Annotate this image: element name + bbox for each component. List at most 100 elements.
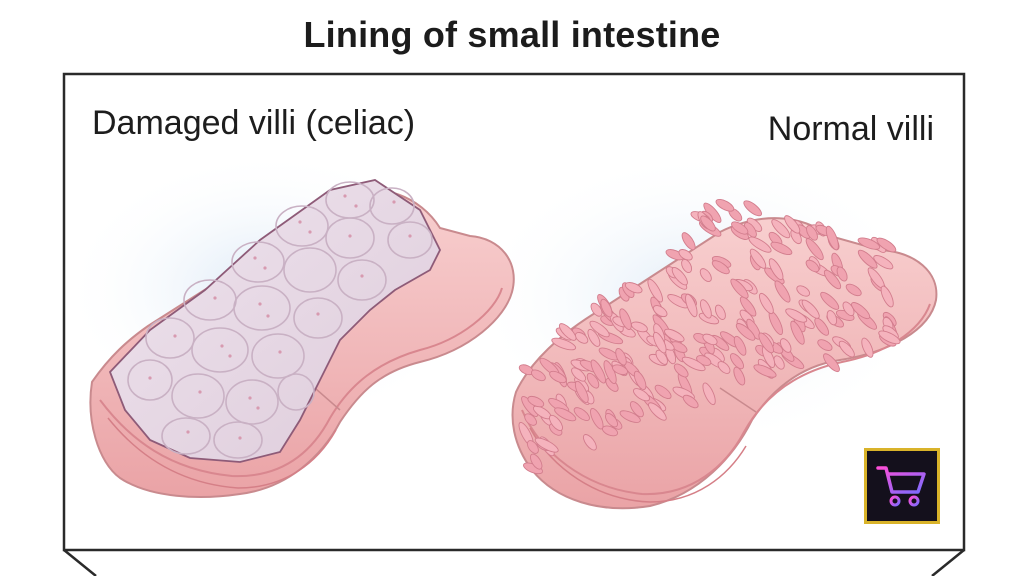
normal-tissue-layer bbox=[529, 427, 747, 503]
page-title: Lining of small intestine bbox=[303, 14, 721, 55]
villi bbox=[518, 198, 901, 475]
villus bbox=[702, 382, 716, 406]
villus bbox=[743, 200, 762, 217]
villus bbox=[731, 221, 749, 235]
villus bbox=[771, 219, 791, 239]
damaged-villi-label: Damaged villi (celiac) bbox=[92, 104, 416, 142]
villus bbox=[685, 293, 698, 318]
damaged-tissue-illustration bbox=[89, 179, 515, 498]
villus bbox=[845, 283, 862, 297]
villus bbox=[654, 384, 672, 400]
villus bbox=[529, 453, 543, 470]
villus bbox=[600, 298, 613, 318]
damaged-villi-surface bbox=[108, 179, 442, 463]
villus bbox=[700, 215, 716, 232]
normal-tissue-edge bbox=[719, 387, 757, 413]
villus bbox=[534, 437, 559, 453]
villus bbox=[551, 337, 577, 351]
villus bbox=[805, 238, 824, 261]
villus bbox=[749, 248, 767, 269]
villus bbox=[678, 249, 693, 261]
villus bbox=[768, 258, 784, 281]
normal-tissue-illustration bbox=[511, 198, 938, 510]
villus bbox=[735, 323, 756, 341]
villus bbox=[785, 308, 808, 323]
villus bbox=[612, 364, 628, 376]
villus bbox=[590, 407, 604, 430]
villus bbox=[702, 333, 718, 346]
cart-button[interactable] bbox=[864, 448, 940, 524]
villus bbox=[873, 255, 894, 270]
villus bbox=[758, 332, 774, 354]
villus bbox=[784, 215, 801, 234]
villus bbox=[653, 331, 667, 354]
villus bbox=[805, 259, 820, 273]
villus bbox=[549, 370, 567, 384]
villus bbox=[549, 414, 563, 431]
villus bbox=[880, 285, 894, 308]
villus bbox=[796, 285, 811, 297]
villus bbox=[590, 302, 603, 317]
villus bbox=[876, 237, 897, 253]
villus bbox=[714, 304, 726, 320]
villus bbox=[619, 308, 632, 331]
villus bbox=[779, 338, 792, 353]
villus bbox=[655, 349, 668, 365]
villus bbox=[681, 232, 696, 251]
villus bbox=[806, 225, 818, 241]
villus bbox=[531, 369, 546, 382]
villus bbox=[753, 364, 777, 378]
villus bbox=[615, 348, 627, 366]
villus bbox=[652, 305, 668, 318]
villus bbox=[671, 267, 688, 286]
villus bbox=[604, 413, 619, 428]
villus bbox=[711, 260, 730, 275]
villus bbox=[633, 388, 650, 402]
villus bbox=[836, 266, 848, 282]
damaged-cell-dots bbox=[148, 194, 412, 440]
villus bbox=[590, 359, 606, 384]
villus bbox=[748, 236, 772, 253]
villus bbox=[571, 367, 587, 382]
normal-villi-label: Normal villi bbox=[767, 110, 934, 148]
villus bbox=[681, 356, 706, 372]
villus bbox=[759, 292, 774, 315]
villus bbox=[733, 366, 746, 386]
villus bbox=[851, 302, 871, 320]
villus bbox=[857, 237, 881, 250]
villus bbox=[574, 380, 589, 403]
villus bbox=[730, 353, 744, 370]
villus bbox=[589, 320, 610, 338]
villus bbox=[826, 310, 838, 326]
damaged-tissue-layer bbox=[99, 287, 503, 478]
villus bbox=[647, 278, 663, 303]
villus bbox=[554, 407, 577, 422]
damaged-tissue-layer bbox=[107, 417, 337, 489]
damaged-cells bbox=[127, 181, 433, 459]
villus bbox=[682, 394, 699, 409]
villus bbox=[527, 395, 545, 408]
villus bbox=[842, 301, 855, 317]
villus bbox=[717, 361, 731, 374]
villus bbox=[681, 258, 693, 274]
villus bbox=[823, 353, 840, 373]
villus bbox=[823, 269, 842, 290]
villus bbox=[700, 299, 712, 319]
villus bbox=[878, 330, 901, 345]
villus bbox=[629, 401, 644, 418]
villus bbox=[861, 337, 874, 358]
villus bbox=[664, 328, 685, 343]
villus bbox=[573, 407, 590, 422]
villus bbox=[673, 363, 689, 378]
villus bbox=[773, 355, 785, 370]
villus bbox=[619, 410, 641, 423]
villus bbox=[774, 280, 791, 303]
villus bbox=[558, 323, 577, 341]
villus bbox=[633, 370, 647, 391]
villus bbox=[801, 299, 820, 319]
villus bbox=[699, 268, 712, 282]
villus bbox=[586, 372, 600, 389]
villus bbox=[648, 402, 667, 421]
shopping-cart-icon bbox=[876, 466, 926, 507]
